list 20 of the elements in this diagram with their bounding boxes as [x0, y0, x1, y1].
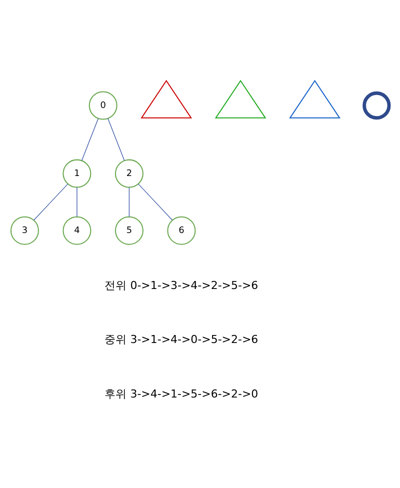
node-circle: 0	[88, 91, 118, 120]
node-triangle	[289, 80, 340, 118]
connector	[138, 184, 173, 220]
node-triangle	[140, 80, 192, 118]
node-circle: 2	[114, 159, 144, 188]
label: 중위 3->1->4->0->5->2->6	[104, 333, 258, 346]
connector	[76, 187, 78, 218]
node-circle: 5	[114, 216, 144, 245]
connector	[128, 187, 130, 218]
label: 전위 0->1->3->4->2->5->6	[104, 278, 258, 292]
connector	[81, 118, 99, 161]
node-circle: 4	[62, 216, 92, 245]
label: 후위 3->4->1->5->6->2->0	[104, 387, 258, 400]
node-triangle	[214, 80, 266, 118]
node-circle: 6	[167, 216, 196, 245]
connector	[34, 184, 68, 220]
connector	[108, 118, 125, 161]
node-circle: 3	[10, 216, 39, 245]
node-circle: 1	[62, 159, 92, 188]
node-circle	[362, 91, 391, 120]
